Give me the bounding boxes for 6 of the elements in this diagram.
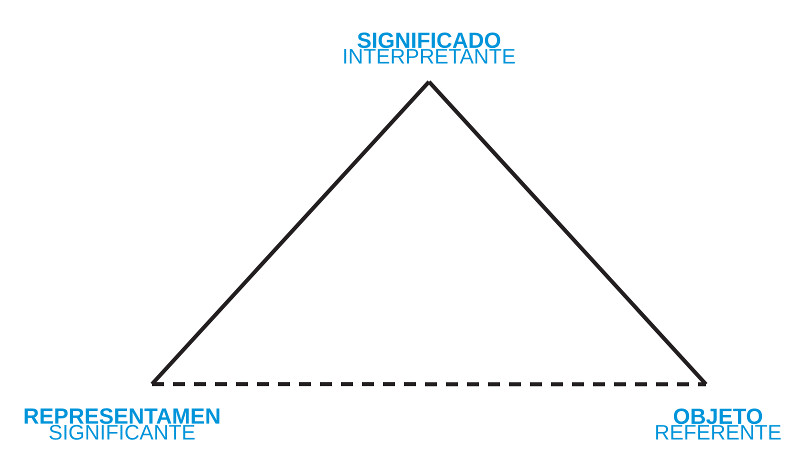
vertex-label: SIGNIFICADO INTERPRETANTE [344,32,515,64]
vertex-label: OBJETO REFERENTE [656,408,781,440]
triangle-side [150,80,430,386]
vertex-label: REPRESENTAMEN SIGNIFICANTE [24,408,220,440]
dashed-line [152,382,706,386]
triangle-side [428,80,708,386]
